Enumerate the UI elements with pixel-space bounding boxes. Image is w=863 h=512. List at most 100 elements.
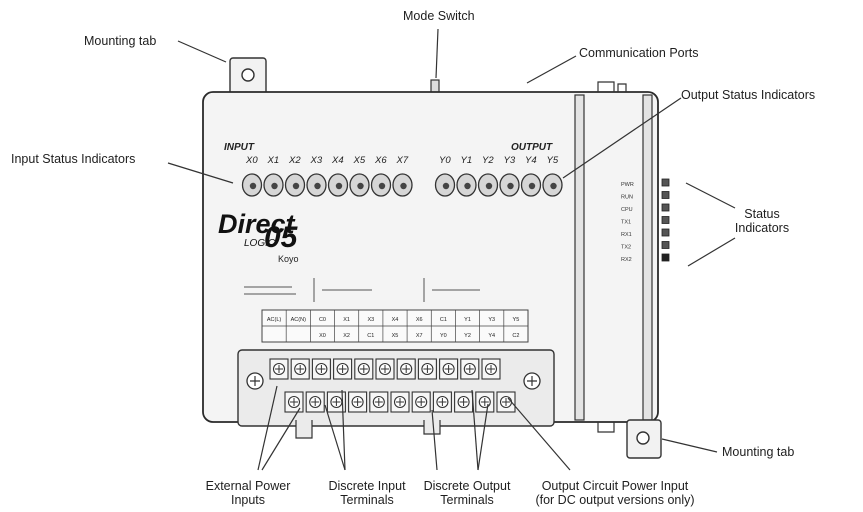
terminal-label-bottom: X7 xyxy=(416,333,423,339)
input-label: X1 xyxy=(267,155,280,166)
terminal-tab xyxy=(424,420,440,434)
callout-external-power-line2: Inputs xyxy=(188,493,308,507)
callout-external-power-line1: External Power xyxy=(188,479,308,493)
terminal-label-top: X6 xyxy=(416,317,423,323)
input-label: X6 xyxy=(374,155,387,166)
callout-input-status-indicators: Input Status Indicators xyxy=(11,152,135,166)
status-led xyxy=(662,217,669,224)
brand-maker: Koyo xyxy=(278,254,299,264)
terminal-label-top: AC(N) xyxy=(291,317,306,323)
terminal-label-top: Y1 xyxy=(464,317,471,323)
terminal-label-bottom: Y2 xyxy=(464,333,471,339)
terminal-label-bottom: X2 xyxy=(343,333,350,339)
comm-port-rail xyxy=(575,95,584,420)
callout-mode-switch: Mode Switch xyxy=(403,9,475,23)
status-led xyxy=(662,242,669,249)
mounting-hole-icon xyxy=(637,432,649,444)
mode-switch xyxy=(431,80,439,93)
status-led xyxy=(662,229,669,236)
output-label: Y2 xyxy=(482,155,494,166)
callout-mounting-tab-bottom: Mounting tab xyxy=(722,445,794,459)
output-led-dot xyxy=(507,183,513,189)
output-led-dot xyxy=(443,183,449,189)
comm-port-clip xyxy=(598,82,614,92)
input-label: X4 xyxy=(331,155,344,166)
callout-output-circuit-power: Output Circuit Power Input (for DC outpu… xyxy=(522,479,708,507)
terminal-label-top: AC(L) xyxy=(267,317,282,323)
terminal-label-top: C1 xyxy=(440,317,447,323)
callout-external-power: External Power Inputs xyxy=(188,479,308,507)
callout-discrete-output-line2: Terminals xyxy=(411,493,523,507)
terminal-label-top: Y3 xyxy=(488,317,495,323)
terminal-label-top: C0 xyxy=(319,317,326,323)
comm-port-rail xyxy=(643,95,652,420)
status-led-label: CPU xyxy=(621,207,633,213)
status-led-label: RUN xyxy=(621,195,633,201)
input-label: X0 xyxy=(245,155,258,166)
callout-discrete-output: Discrete Output Terminals xyxy=(411,479,523,507)
terminal-label-bottom: Y4 xyxy=(488,333,495,339)
callout-status-line2: Indicators xyxy=(722,221,802,235)
status-led xyxy=(662,254,669,261)
status-led xyxy=(662,204,669,211)
input-led-dot xyxy=(250,183,256,189)
input-label: X2 xyxy=(288,155,301,166)
input-led-dot xyxy=(336,183,342,189)
terminal-label-bottom: C2 xyxy=(512,333,519,339)
output-led-dot xyxy=(486,183,492,189)
terminal-label-bottom: Y0 xyxy=(440,333,447,339)
status-led-label: RX1 xyxy=(621,232,632,238)
callout-discrete-input-line1: Discrete Input xyxy=(312,479,422,493)
mounting-hole-icon xyxy=(242,69,254,81)
comm-port-clip xyxy=(598,422,614,432)
status-led-label: TX1 xyxy=(621,220,631,226)
input-heading: INPUT xyxy=(224,142,255,153)
callout-status-indicators: Status Indicators xyxy=(722,207,802,235)
callout-communication-ports: Communication Ports xyxy=(579,46,699,60)
terminal-label-strip: AC(L)AC(N)C0X1X3X4X6C1Y1Y3Y5X0X2C1X5X7Y0… xyxy=(262,310,528,342)
status-led-label: PWR xyxy=(621,182,634,188)
callout-output-circuit-line2: (for DC output versions only) xyxy=(522,493,708,507)
input-label: X7 xyxy=(396,155,409,166)
callout-output-status-indicators: Output Status Indicators xyxy=(681,88,815,102)
status-led-label: RX2 xyxy=(621,257,632,263)
brand-model: 05 xyxy=(264,221,299,254)
terminal-tab xyxy=(296,420,312,438)
terminal-label-bottom: X5 xyxy=(392,333,399,339)
callout-mounting-tab-top: Mounting tab xyxy=(84,34,156,48)
terminal-label-top: X4 xyxy=(392,317,399,323)
output-label: Y0 xyxy=(439,155,451,166)
terminal-screws-top xyxy=(270,359,500,379)
output-heading: OUTPUT xyxy=(511,142,553,153)
status-led xyxy=(662,192,669,199)
callout-discrete-input: Discrete Input Terminals xyxy=(312,479,422,507)
output-led-dot xyxy=(464,183,470,189)
terminal-label-bottom: X0 xyxy=(319,333,326,339)
callout-output-circuit-line1: Output Circuit Power Input xyxy=(522,479,708,493)
terminal-label-bottom: C1 xyxy=(367,333,374,339)
status-led-label: TX2 xyxy=(621,245,631,251)
terminal-screws-bottom xyxy=(285,392,515,412)
terminal-label-top: X1 xyxy=(343,317,350,323)
output-label: Y5 xyxy=(547,155,559,166)
terminal-label-top: Y5 xyxy=(513,317,520,323)
status-led xyxy=(662,179,669,186)
callout-discrete-input-line2: Terminals xyxy=(312,493,422,507)
input-led-dot xyxy=(314,183,320,189)
input-label: X3 xyxy=(310,155,323,166)
callout-discrete-output-line1: Discrete Output xyxy=(411,479,523,493)
input-led-dot xyxy=(293,183,299,189)
callout-status-line1: Status xyxy=(722,207,802,221)
output-led-dot xyxy=(550,183,556,189)
input-led-dot xyxy=(357,183,363,189)
output-label: Y3 xyxy=(504,155,516,166)
terminal-label-top: X3 xyxy=(367,317,374,323)
output-led-dot xyxy=(529,183,535,189)
input-led-dot xyxy=(271,183,277,189)
output-label: Y1 xyxy=(461,155,473,166)
input-label: X5 xyxy=(353,155,366,166)
input-led-dot xyxy=(400,183,406,189)
input-led-dot xyxy=(379,183,385,189)
